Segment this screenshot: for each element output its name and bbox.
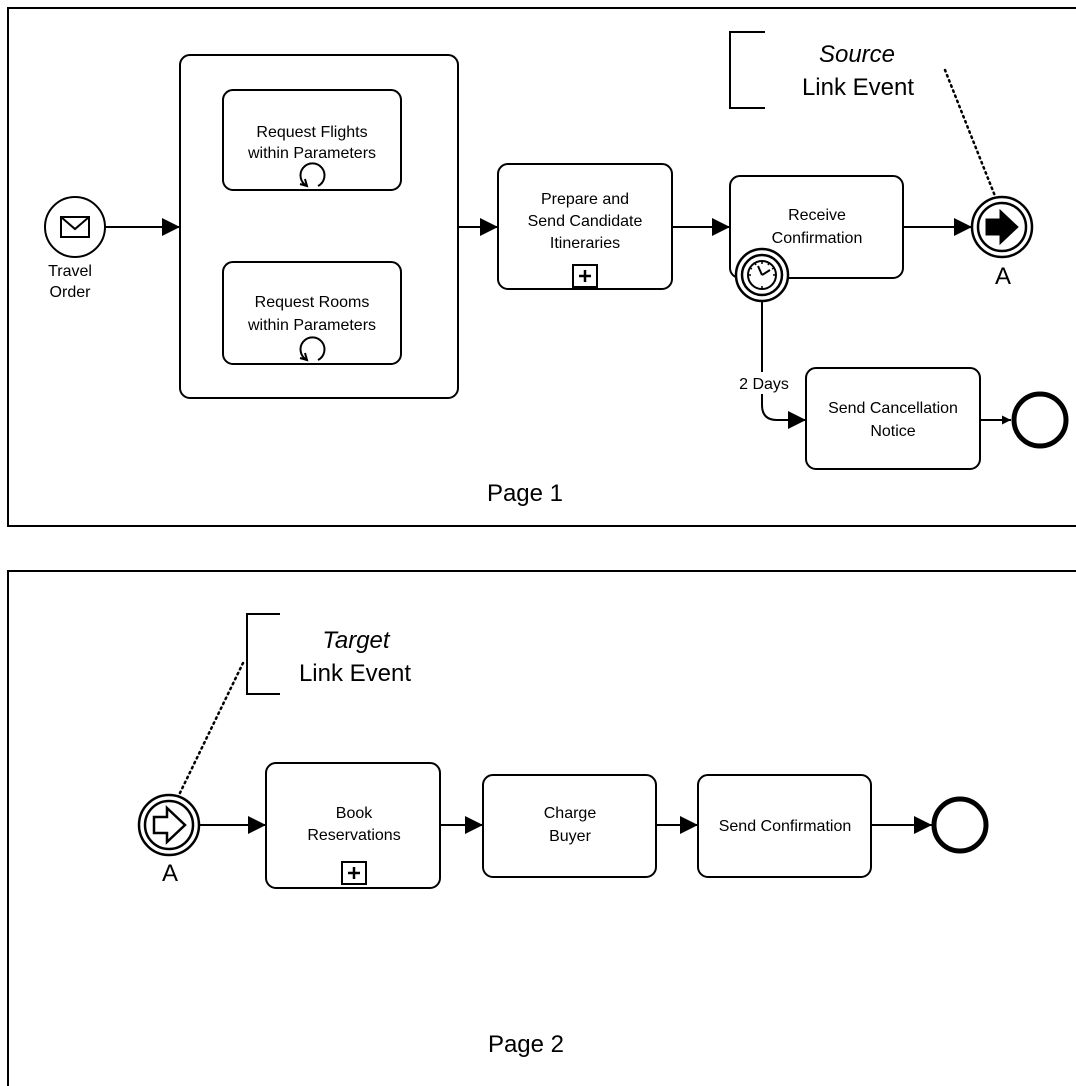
- task-confirm-line1: Send Confirmation: [719, 818, 852, 835]
- task-cancel-line1: Send Cancellation: [828, 400, 958, 417]
- task-request-flights-line1: Request Flights: [256, 124, 367, 141]
- page-2-label: Page 2: [488, 1031, 564, 1058]
- task-send-confirmation[interactable]: Send Confirmation: [697, 774, 872, 878]
- clock-icon: [747, 260, 777, 290]
- hollow-arrow-icon: [152, 805, 187, 845]
- end-event-page1[interactable]: [1011, 391, 1069, 449]
- annotation-target-line2: Link Event: [299, 660, 411, 687]
- start-event-label-line1: Travel: [48, 263, 92, 280]
- annotation-source-line1: Source: [819, 41, 895, 68]
- task-cancel-line2: Notice: [870, 423, 915, 440]
- annotation-source-link-event: Source Link Event: [729, 31, 914, 109]
- annotation-target-link-event: Target Link Event: [246, 613, 411, 695]
- envelope-icon: [60, 216, 90, 238]
- link-throw-label: A: [995, 263, 1011, 290]
- task-request-flights[interactable]: Request Flights within Parameters: [222, 89, 402, 191]
- timer-boundary-event[interactable]: [734, 247, 790, 303]
- start-event-label-line2: Order: [50, 284, 92, 301]
- link-throw-event-a[interactable]: [970, 195, 1034, 259]
- task-request-flights-line2: within Parameters: [247, 145, 376, 162]
- task-charge-buyer[interactable]: Charge Buyer: [482, 774, 657, 878]
- task-charge-line1: Charge: [544, 805, 597, 822]
- page-1-frame: [7, 7, 1076, 527]
- task-prepare-line3: Itineraries: [550, 235, 620, 252]
- filled-arrow-icon: [985, 208, 1019, 246]
- loop-icon: [299, 162, 326, 188]
- collapsed-subprocess-plus-icon: [341, 861, 367, 885]
- task-send-cancellation[interactable]: Send Cancellation Notice: [805, 367, 981, 470]
- task-book-line2: Reservations: [307, 827, 400, 844]
- task-request-rooms[interactable]: Request Rooms within Parameters: [222, 261, 402, 365]
- link-catch-event-a[interactable]: [137, 793, 201, 857]
- task-book-line1: Book: [336, 805, 373, 822]
- task-prepare-send-itineraries[interactable]: Prepare and Send Candidate Itineraries: [497, 163, 673, 290]
- association-target-link: [176, 661, 245, 799]
- timer-label-bg: [728, 372, 798, 394]
- timer-flow-label: 2 Days: [739, 376, 789, 393]
- annotation-source-line2: Link Event: [802, 74, 914, 101]
- loop-icon: [299, 336, 326, 362]
- task-receive-line1: Receive: [788, 207, 846, 224]
- page-1-label: Page 1: [487, 480, 563, 507]
- start-event-travel-order[interactable]: [44, 196, 106, 258]
- link-catch-label: A: [162, 860, 178, 887]
- collapsed-subprocess-plus-icon: [572, 264, 598, 288]
- task-charge-line2: Buyer: [549, 828, 591, 845]
- end-event-page2[interactable]: [931, 796, 989, 854]
- task-prepare-line1: Prepare and: [541, 191, 629, 208]
- page-2-frame: [7, 570, 1076, 1086]
- task-request-rooms-line1: Request Rooms: [255, 294, 370, 311]
- task-request-rooms-line2: within Parameters: [247, 317, 376, 334]
- annotation-target-line1: Target: [322, 627, 390, 654]
- sequence-flow-timer-to-cancel: [761, 301, 806, 429]
- task-receive-line2: Confirmation: [772, 230, 863, 247]
- task-prepare-line2: Send Candidate: [528, 213, 643, 230]
- task-book-reservations[interactable]: Book Reservations: [265, 762, 441, 889]
- association-source-link: [943, 68, 997, 198]
